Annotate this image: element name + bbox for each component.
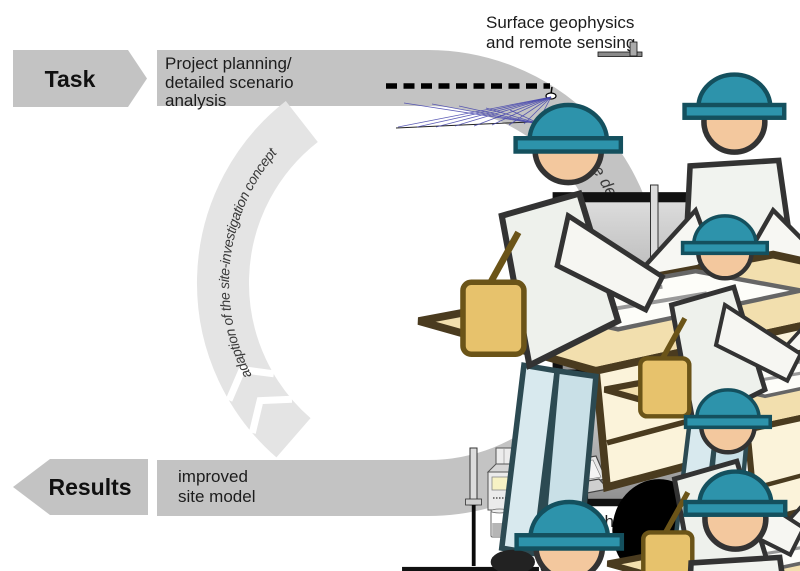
project-planning-label: Project planning/ detailed scenario anal…	[165, 54, 294, 110]
project-planning-line-3: analysis	[165, 91, 226, 110]
project-planning-line-2: detailed scenario	[165, 73, 294, 92]
sampling-rig	[405, 447, 800, 571]
surface-geophysics-vehicle	[558, 41, 800, 482]
ground-line	[395, 120, 552, 129]
surface-geophysics-label: Surface geophysics and remote sensing	[486, 13, 635, 52]
task-arrow: Task	[13, 50, 147, 107]
improved-site-model-label: improved site model	[178, 467, 255, 506]
results-label: Results	[48, 474, 131, 500]
roof-frame	[597, 51, 643, 57]
results-arrow: Results	[13, 459, 148, 515]
improved-site-model-line-1: improved	[178, 467, 248, 486]
sampling-mast	[469, 447, 478, 506]
surface-geophysics-line-2: and remote sensing	[486, 33, 635, 52]
seismic-rays	[397, 96, 552, 128]
sampling-rod	[471, 505, 476, 566]
surface-geophysics-line-1: Surface geophysics	[486, 13, 634, 32]
project-planning-line-1: Project planning/	[165, 54, 292, 73]
exhaust-pipe	[629, 41, 638, 57]
improved-site-model-line-2: site model	[178, 487, 255, 506]
task-label: Task	[45, 66, 96, 92]
task-arrow-shape	[13, 50, 147, 107]
chevron-gap	[248, 395, 293, 434]
chevron-gap	[225, 365, 275, 402]
results-arrow-shape	[13, 459, 148, 515]
